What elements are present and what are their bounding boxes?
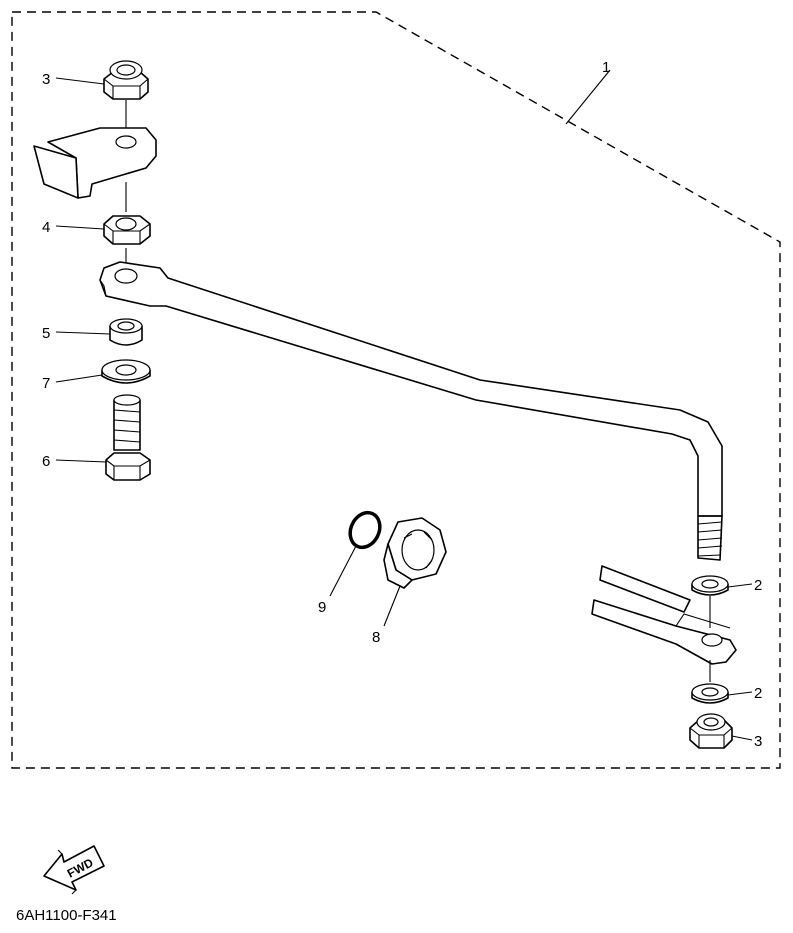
callout-5: 5 xyxy=(42,325,50,342)
bracket-plate xyxy=(33,127,157,199)
callout-2-upper: 2 xyxy=(754,577,762,594)
part-6-bolt xyxy=(105,394,151,481)
kit-boundary-dashed xyxy=(11,11,781,769)
part-4-nut xyxy=(103,215,151,245)
part-9-o-ring xyxy=(348,510,382,550)
part-3-top-nut xyxy=(103,60,149,100)
figure-code: 6AH1100-F341 xyxy=(16,907,117,924)
fwd-arrow-icon: FWD xyxy=(43,845,105,895)
arm-linkage xyxy=(591,565,737,665)
part-1-rod xyxy=(99,261,723,561)
callout-7: 7 xyxy=(42,375,50,392)
part-2-upper-washer xyxy=(691,575,729,596)
callout-8: 8 xyxy=(372,629,380,646)
leader-lines xyxy=(55,69,753,741)
part-8-hex-nut xyxy=(383,517,447,589)
callout-9: 9 xyxy=(318,599,326,616)
callout-3-top: 3 xyxy=(42,71,50,88)
callout-4: 4 xyxy=(42,219,50,236)
callout-6: 6 xyxy=(42,453,50,470)
callout-3-bottom: 3 xyxy=(754,733,762,750)
part-5-collar xyxy=(109,318,143,346)
part-3-bottom-nut xyxy=(689,713,733,749)
part-7-washer xyxy=(101,359,151,384)
part-2-lower-washer xyxy=(691,683,729,704)
callout-2-lower: 2 xyxy=(754,685,762,702)
callout-1: 1 xyxy=(602,59,610,76)
